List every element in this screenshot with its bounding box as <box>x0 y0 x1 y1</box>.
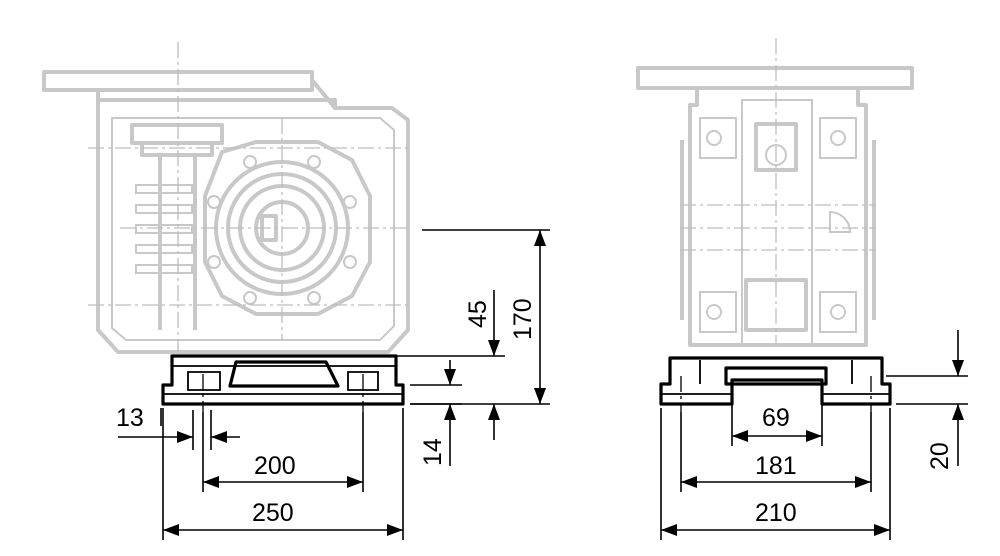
dimension-front-hole-spacing: 200 <box>202 412 364 492</box>
dimension-front-base-height: 14 <box>410 360 462 466</box>
dim-side-base-height-label: 20 <box>926 442 954 470</box>
dim-front-hole-spacing-label: 200 <box>254 452 296 480</box>
side-view-centerlines <box>680 38 876 345</box>
dim-overall-width-label: 210 <box>755 499 797 527</box>
front-view-mounting-base <box>161 354 405 412</box>
front-view-centerlines <box>88 42 412 352</box>
dimension-overall-length: 250 <box>162 408 404 540</box>
dim-overall-length-label: 250 <box>252 499 294 527</box>
dimension-side-hole-spacing: 181 <box>680 412 872 492</box>
dimension-slot-width: 13 <box>116 404 240 450</box>
dimension-shaft-height: 170 <box>422 229 550 404</box>
dim-recess-width-label: 69 <box>762 404 790 432</box>
dimension-side-base-height: 20 <box>886 330 968 470</box>
dim-side-hole-spacing-label: 181 <box>755 452 797 480</box>
side-view-mounting-base <box>659 356 892 412</box>
side-view-gearbox-outline <box>636 66 914 347</box>
dim-front-base-height-label: 14 <box>419 438 447 466</box>
dim-shaft-height-label: 170 <box>509 298 537 340</box>
dimension-overall-width: 210 <box>660 408 891 540</box>
dimension-recess-width: 69 <box>731 404 823 446</box>
dim-slot-width-label: 13 <box>116 404 144 432</box>
dimension-shaft-to-mount: 45 <box>396 290 550 440</box>
dim-shaft-to-mount-label: 45 <box>464 300 492 328</box>
front-view-gearbox-outline <box>42 70 410 354</box>
